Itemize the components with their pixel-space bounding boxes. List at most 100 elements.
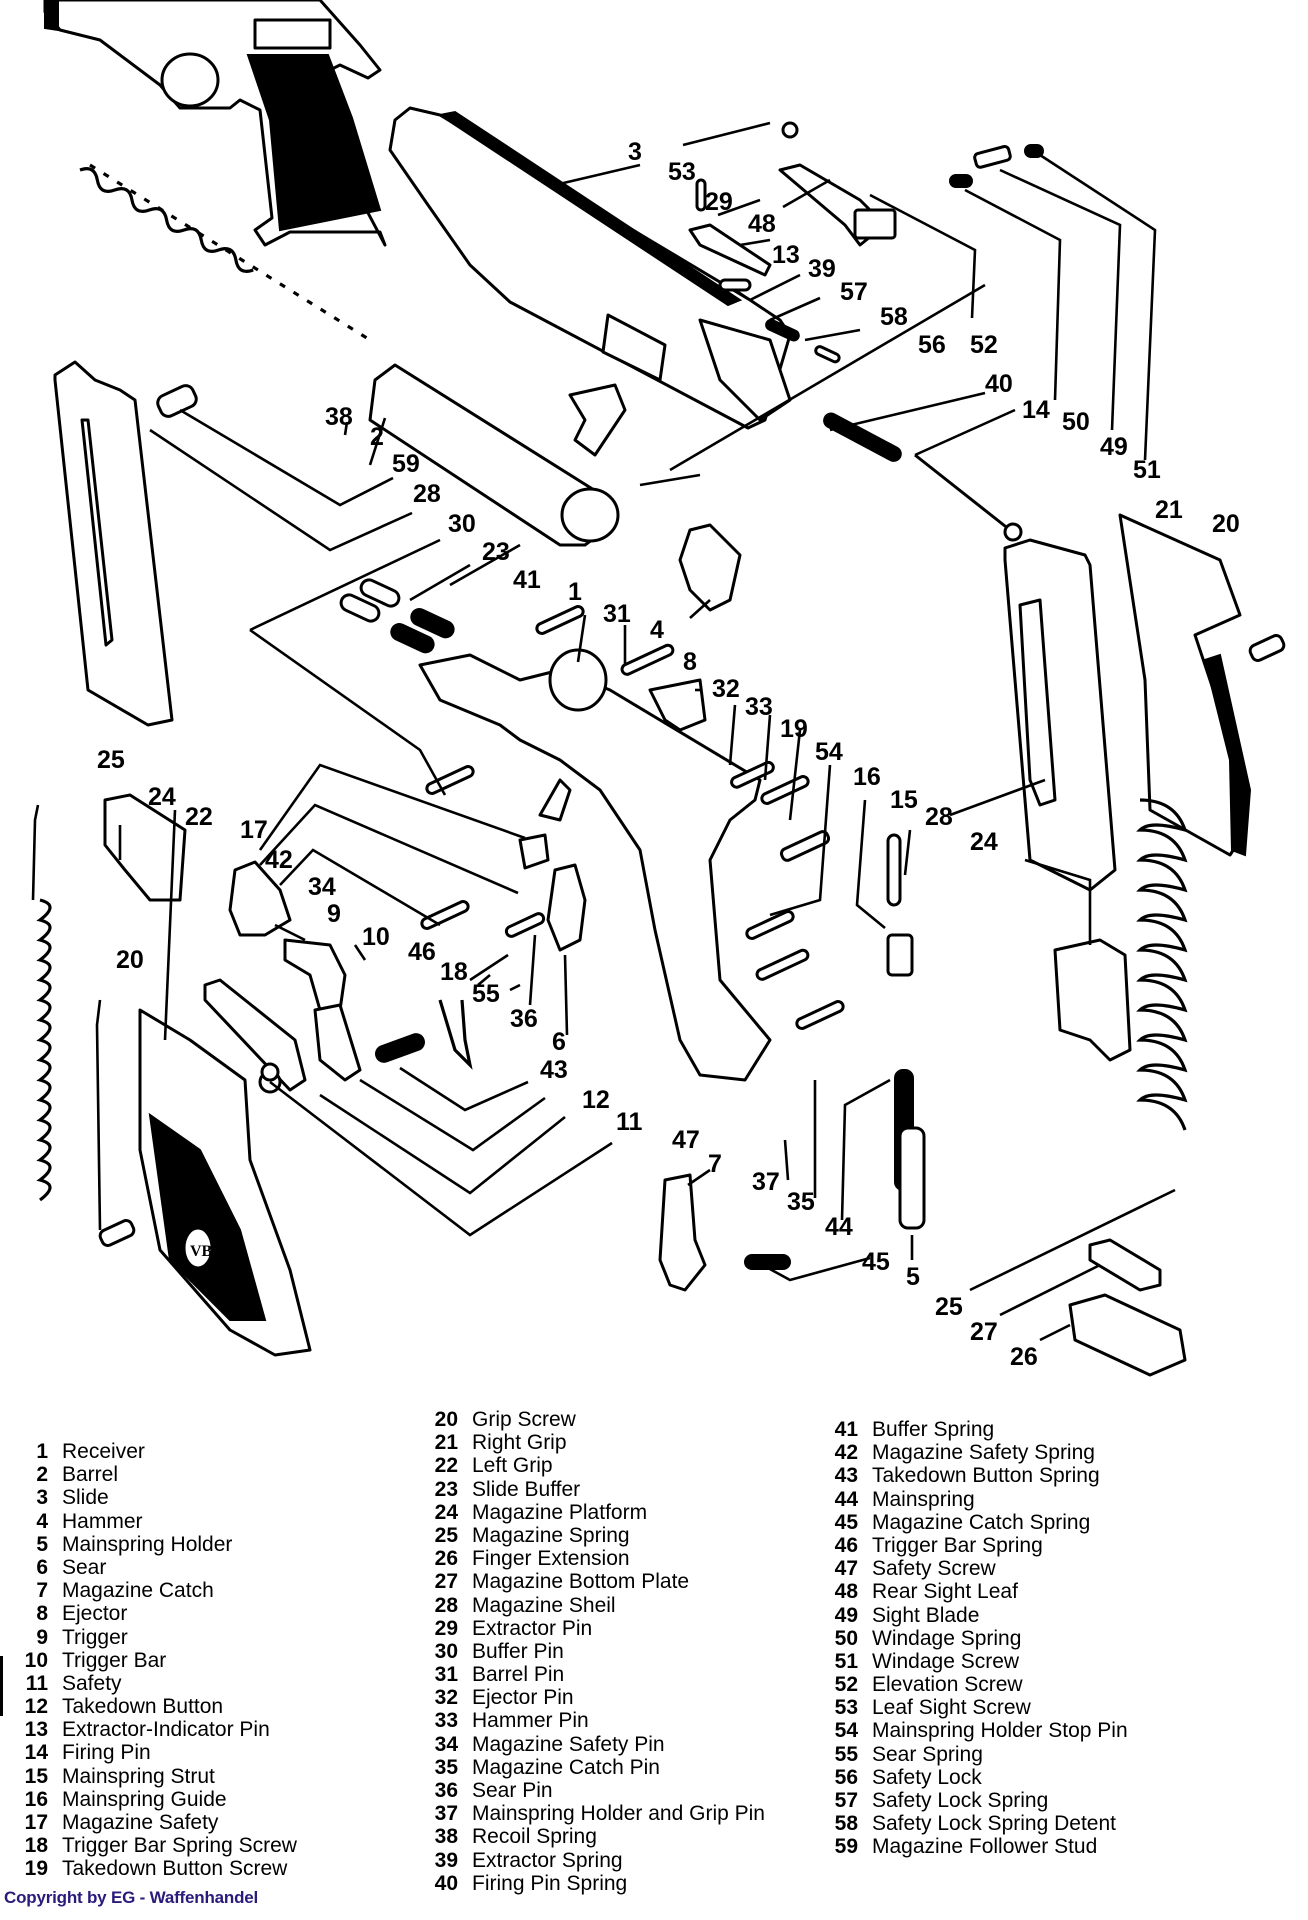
part-name: Mainspring xyxy=(872,1487,975,1511)
callout-5: 5 xyxy=(906,1263,920,1291)
part-number: 2 xyxy=(36,1463,48,1487)
slide xyxy=(388,106,792,430)
part-name: Sight Blade xyxy=(872,1603,980,1627)
callout-17: 17 xyxy=(240,816,268,844)
legend-row: 6 Sear xyxy=(8,1556,297,1579)
hammer xyxy=(678,523,742,612)
part-name: Hammer xyxy=(62,1509,143,1533)
left-grip: VB xyxy=(138,1008,312,1357)
part-number: 47 xyxy=(834,1557,858,1581)
part-number: 6 xyxy=(36,1555,48,1579)
part-name: Recoil Spring xyxy=(472,1825,597,1849)
leader-lines xyxy=(31,121,1176,1342)
callout-23: 23 xyxy=(482,538,510,566)
part-name: Windage Screw xyxy=(872,1649,1020,1673)
callout-35: 35 xyxy=(787,1188,815,1216)
part-name: Trigger Bar Spring xyxy=(872,1533,1043,1557)
sear-spring xyxy=(438,999,473,1070)
part-name: Receiver xyxy=(62,1440,145,1463)
barrel xyxy=(368,363,620,547)
legend-row: 58 Safety Lock Spring Detent xyxy=(818,1812,1128,1835)
exploded-parts-diagram: VB xyxy=(31,0,1286,1377)
part-name: Magazine Bottom Plate xyxy=(472,1570,690,1594)
part-number: 21 xyxy=(434,1431,458,1455)
part-number: 42 xyxy=(834,1441,858,1465)
legend-row: 24 Magazine Platform xyxy=(418,1501,765,1524)
part-number: 43 xyxy=(834,1464,858,1488)
legend-row: 16 Mainspring Guide xyxy=(8,1788,297,1811)
part-number: 37 xyxy=(434,1802,458,1826)
callout-56: 56 xyxy=(918,331,946,359)
part-number: 30 xyxy=(434,1639,458,1663)
callout-47: 47 xyxy=(672,1126,700,1154)
part-name: Safety Lock Spring Detent xyxy=(872,1812,1116,1836)
part-number: 5 xyxy=(36,1532,48,1556)
part-name: Extractor Pin xyxy=(472,1616,593,1640)
callout-2: 2 xyxy=(370,423,384,451)
callout-13: 13 xyxy=(772,241,800,269)
callout-41: 41 xyxy=(513,566,541,594)
part-name: Magazine Platform xyxy=(472,1500,648,1524)
follower-stud xyxy=(156,384,198,418)
part-name: Hammer Pin xyxy=(472,1709,589,1733)
part-name: Firing Pin Spring xyxy=(472,1871,628,1895)
part-name: Sear xyxy=(62,1555,107,1579)
part-number: 16 xyxy=(24,1787,48,1811)
callout-11: 11 xyxy=(616,1108,643,1136)
callout-9: 9 xyxy=(327,900,341,928)
callout-53: 53 xyxy=(668,158,696,186)
callout-6: 6 xyxy=(552,1028,566,1056)
part-number: 20 xyxy=(434,1408,458,1431)
mainspring-parts xyxy=(886,833,926,1230)
callout-16: 16 xyxy=(853,763,881,791)
callout-51: 51 xyxy=(1133,456,1161,484)
part-number: 58 xyxy=(834,1812,858,1836)
part-number: 39 xyxy=(434,1848,458,1872)
rear-sight-parts xyxy=(568,121,1044,457)
part-name: Mainspring Guide xyxy=(62,1787,227,1811)
part-number: 59 xyxy=(834,1835,858,1859)
part-name: Slide Buffer xyxy=(472,1477,581,1501)
magazine-bottom-plate xyxy=(1088,1238,1162,1292)
part-number: 29 xyxy=(434,1616,458,1640)
part-name: Safety Lock xyxy=(872,1765,982,1789)
part-name: Takedown Button Screw xyxy=(62,1857,288,1881)
callout-54: 54 xyxy=(815,738,843,766)
part-number: 45 xyxy=(834,1510,858,1534)
part-number: 25 xyxy=(434,1523,458,1547)
magazine-platform-left xyxy=(103,793,187,902)
callout-25b: 25 xyxy=(935,1293,963,1321)
part-name: Magazine Sheil xyxy=(472,1593,616,1617)
callout-12: 12 xyxy=(582,1086,610,1114)
part-number: 36 xyxy=(434,1779,458,1802)
finger-extension xyxy=(1068,1293,1187,1377)
callout-28b: 28 xyxy=(925,803,953,831)
part-number: 24 xyxy=(434,1500,458,1524)
part-name: Magazine Safety Spring xyxy=(872,1441,1095,1465)
magazine-right xyxy=(1003,538,1117,892)
part-number: 51 xyxy=(834,1649,858,1673)
part-name: Trigger Bar Spring Screw xyxy=(62,1834,297,1858)
callout-49: 49 xyxy=(1100,433,1128,461)
part-name: Trigger Bar xyxy=(62,1648,167,1672)
part-number: 9 xyxy=(36,1625,48,1649)
part-name: Finger Extension xyxy=(472,1547,630,1571)
callout-55: 55 xyxy=(472,980,500,1008)
